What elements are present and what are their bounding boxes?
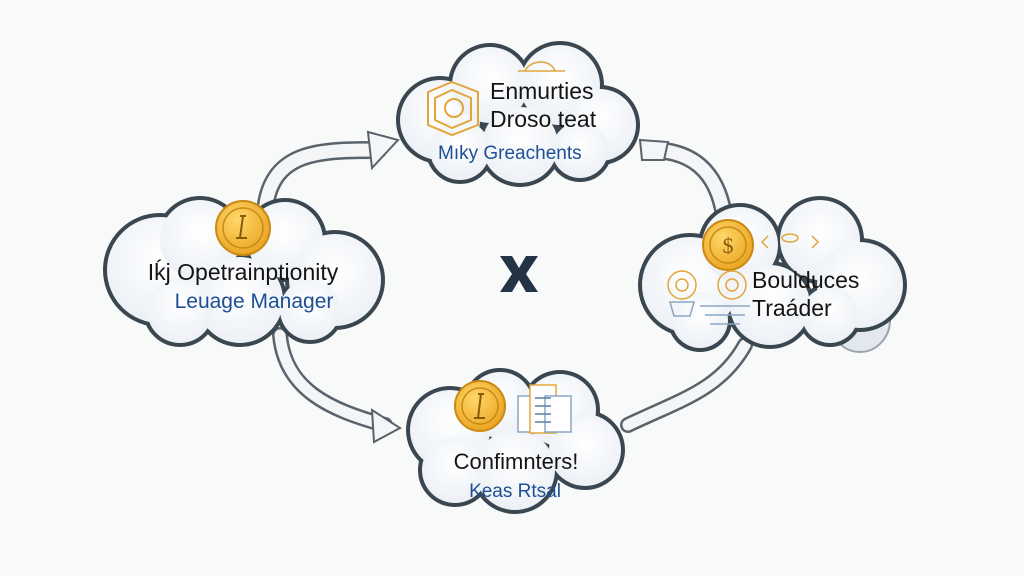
x-logo-icon <box>500 256 538 292</box>
svg-text:$: $ <box>723 233 734 258</box>
car-sketch-icon <box>518 61 565 72</box>
coin-icon <box>215 200 271 256</box>
arrow-right-to-bottom <box>620 337 753 433</box>
arrow-left-to-top <box>256 130 400 221</box>
cloud-left: Iḱj Opetrainptionity Leuage Manager <box>103 196 385 347</box>
top-node-subtitle: Mıky Greachents <box>438 143 582 164</box>
bottom-node-subtitle: Keas Rtsal <box>469 481 561 502</box>
cloud-bottom: Confimnters! Keas Rtsal <box>406 368 625 514</box>
top-node-line1: Enmurties <box>490 78 594 104</box>
cloud-top: Enmurties Drosо teat Mıky Greachents <box>396 41 640 187</box>
bottom-node-line1: Confimnters! <box>454 449 579 474</box>
coin-icon <box>454 380 506 432</box>
shield-icon <box>427 80 479 137</box>
cloud-right: $ Boulduces Traáder <box>638 196 907 353</box>
left-node-line1: Iḱj Opetrainptionity <box>148 258 339 285</box>
coin-icon: $ <box>702 219 754 271</box>
left-node-subtitle: Leuage Manager <box>175 290 334 313</box>
documents-icon <box>517 384 572 434</box>
ornament-sketch-icon <box>667 233 820 325</box>
arrow-left-to-bottom <box>272 327 402 444</box>
right-node-line1: Boulduces <box>752 267 859 293</box>
arrow-top-to-right <box>638 138 734 231</box>
right-node-line2: Traáder <box>752 295 832 321</box>
top-node-line2: Drosо teat <box>490 106 597 132</box>
